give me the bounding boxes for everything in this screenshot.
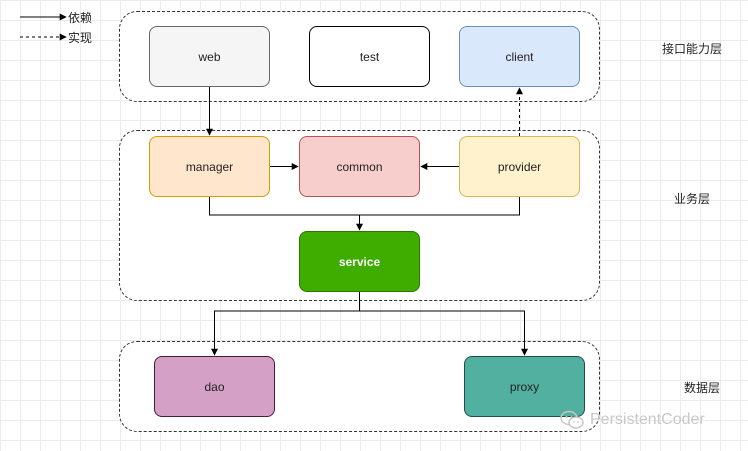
watermark: PersistentCoder — [560, 410, 705, 430]
dao-node[interactable]: dao — [154, 356, 275, 417]
legend-implements-label: 实现 — [68, 31, 93, 45]
manager-node[interactable]: manager — [149, 136, 270, 197]
business-layer-label: 业务层 — [674, 192, 711, 206]
data-layer-label: 数据层 — [684, 381, 721, 395]
client-node[interactable]: client — [459, 26, 580, 87]
test-node[interactable]: test — [309, 26, 430, 87]
provider-node[interactable]: provider — [459, 136, 580, 197]
common-node[interactable]: common — [299, 136, 420, 197]
interface-layer-label: 接口能力层 — [662, 42, 723, 56]
wechat-icon — [560, 410, 584, 429]
watermark-text: PersistentCoder — [590, 411, 705, 428]
web-node[interactable]: web — [149, 26, 270, 87]
legend-depends-label: 依赖 — [68, 11, 93, 25]
proxy-node[interactable]: proxy — [464, 356, 585, 417]
service-node[interactable]: service — [299, 231, 420, 292]
